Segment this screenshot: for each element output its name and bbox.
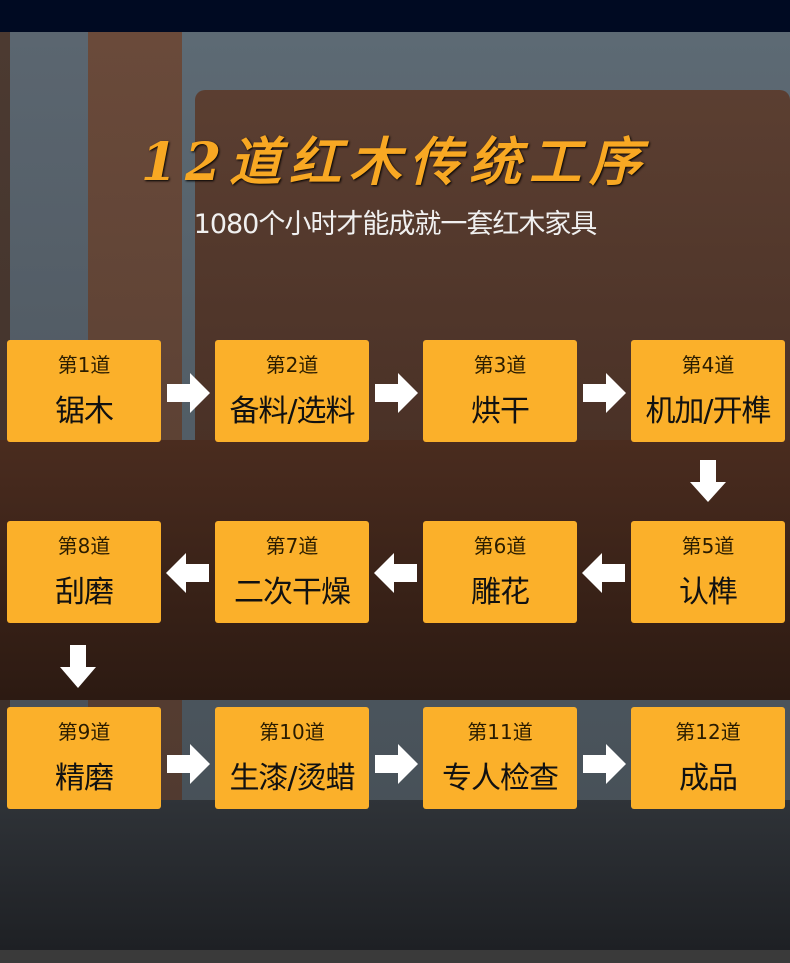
step-11: 第11道专人检查 <box>423 707 577 809</box>
arrow-right-icon <box>167 373 210 413</box>
step-5: 第5道认榫 <box>631 521 785 623</box>
step-12: 第12道成品 <box>631 707 785 809</box>
top-bar <box>0 0 790 32</box>
arrow-down-icon <box>60 645 96 688</box>
step-number: 第5道 <box>681 534 735 558</box>
arrow-down-icon <box>690 460 726 502</box>
step-3: 第3道烘干 <box>423 340 577 442</box>
step-number: 第1道 <box>57 353 111 377</box>
step-2: 第2道备料/选料 <box>215 340 369 442</box>
arrow-left-icon <box>166 553 209 593</box>
step-10: 第10道生漆/烫蜡 <box>215 707 369 809</box>
step-7: 第7道二次干燥 <box>215 521 369 623</box>
arrow-right-icon <box>583 373 626 413</box>
step-label: 备料/选料 <box>229 394 355 429</box>
step-number: 第4道 <box>681 353 735 377</box>
step-label: 成品 <box>679 761 738 796</box>
step-number: 第9道 <box>57 720 111 744</box>
step-label: 锯木 <box>55 394 114 429</box>
step-number: 第7道 <box>265 534 319 558</box>
step-label: 烘干 <box>471 394 530 429</box>
step-number: 第10道 <box>259 720 325 744</box>
arrow-right-icon <box>583 744 626 784</box>
step-number: 第2道 <box>265 353 319 377</box>
page-title: 12道红木传统工序 <box>140 132 650 193</box>
step-1: 第1道锯木 <box>7 340 161 442</box>
arrow-right-icon <box>375 373 418 413</box>
arrow-right-icon <box>167 744 210 784</box>
step-9: 第9道精磨 <box>7 707 161 809</box>
step-number: 第6道 <box>473 534 527 558</box>
step-4: 第4道机加/开榫 <box>631 340 785 442</box>
step-label: 机加/开榫 <box>645 394 771 429</box>
arrow-right-icon <box>375 744 418 784</box>
step-6: 第6道雕花 <box>423 521 577 623</box>
step-label: 刮磨 <box>55 575 114 610</box>
arrow-left-icon <box>374 553 417 593</box>
step-number: 第12道 <box>675 720 741 744</box>
step-label: 专人检查 <box>442 761 559 796</box>
step-label: 雕花 <box>471 575 530 610</box>
bottom-bar <box>0 950 790 963</box>
page-subtitle: 1080个小时才能成就一套红木家具 <box>193 209 598 240</box>
step-label: 认榫 <box>679 575 738 610</box>
step-label: 二次干燥 <box>234 575 351 610</box>
step-number: 第8道 <box>57 534 111 558</box>
floor-image <box>0 800 790 950</box>
step-number: 第11道 <box>467 720 533 744</box>
arrow-left-icon <box>582 553 625 593</box>
step-label: 精磨 <box>55 761 114 796</box>
step-8: 第8道刮磨 <box>7 521 161 623</box>
step-number: 第3道 <box>473 353 527 377</box>
step-label: 生漆/烫蜡 <box>229 761 355 796</box>
